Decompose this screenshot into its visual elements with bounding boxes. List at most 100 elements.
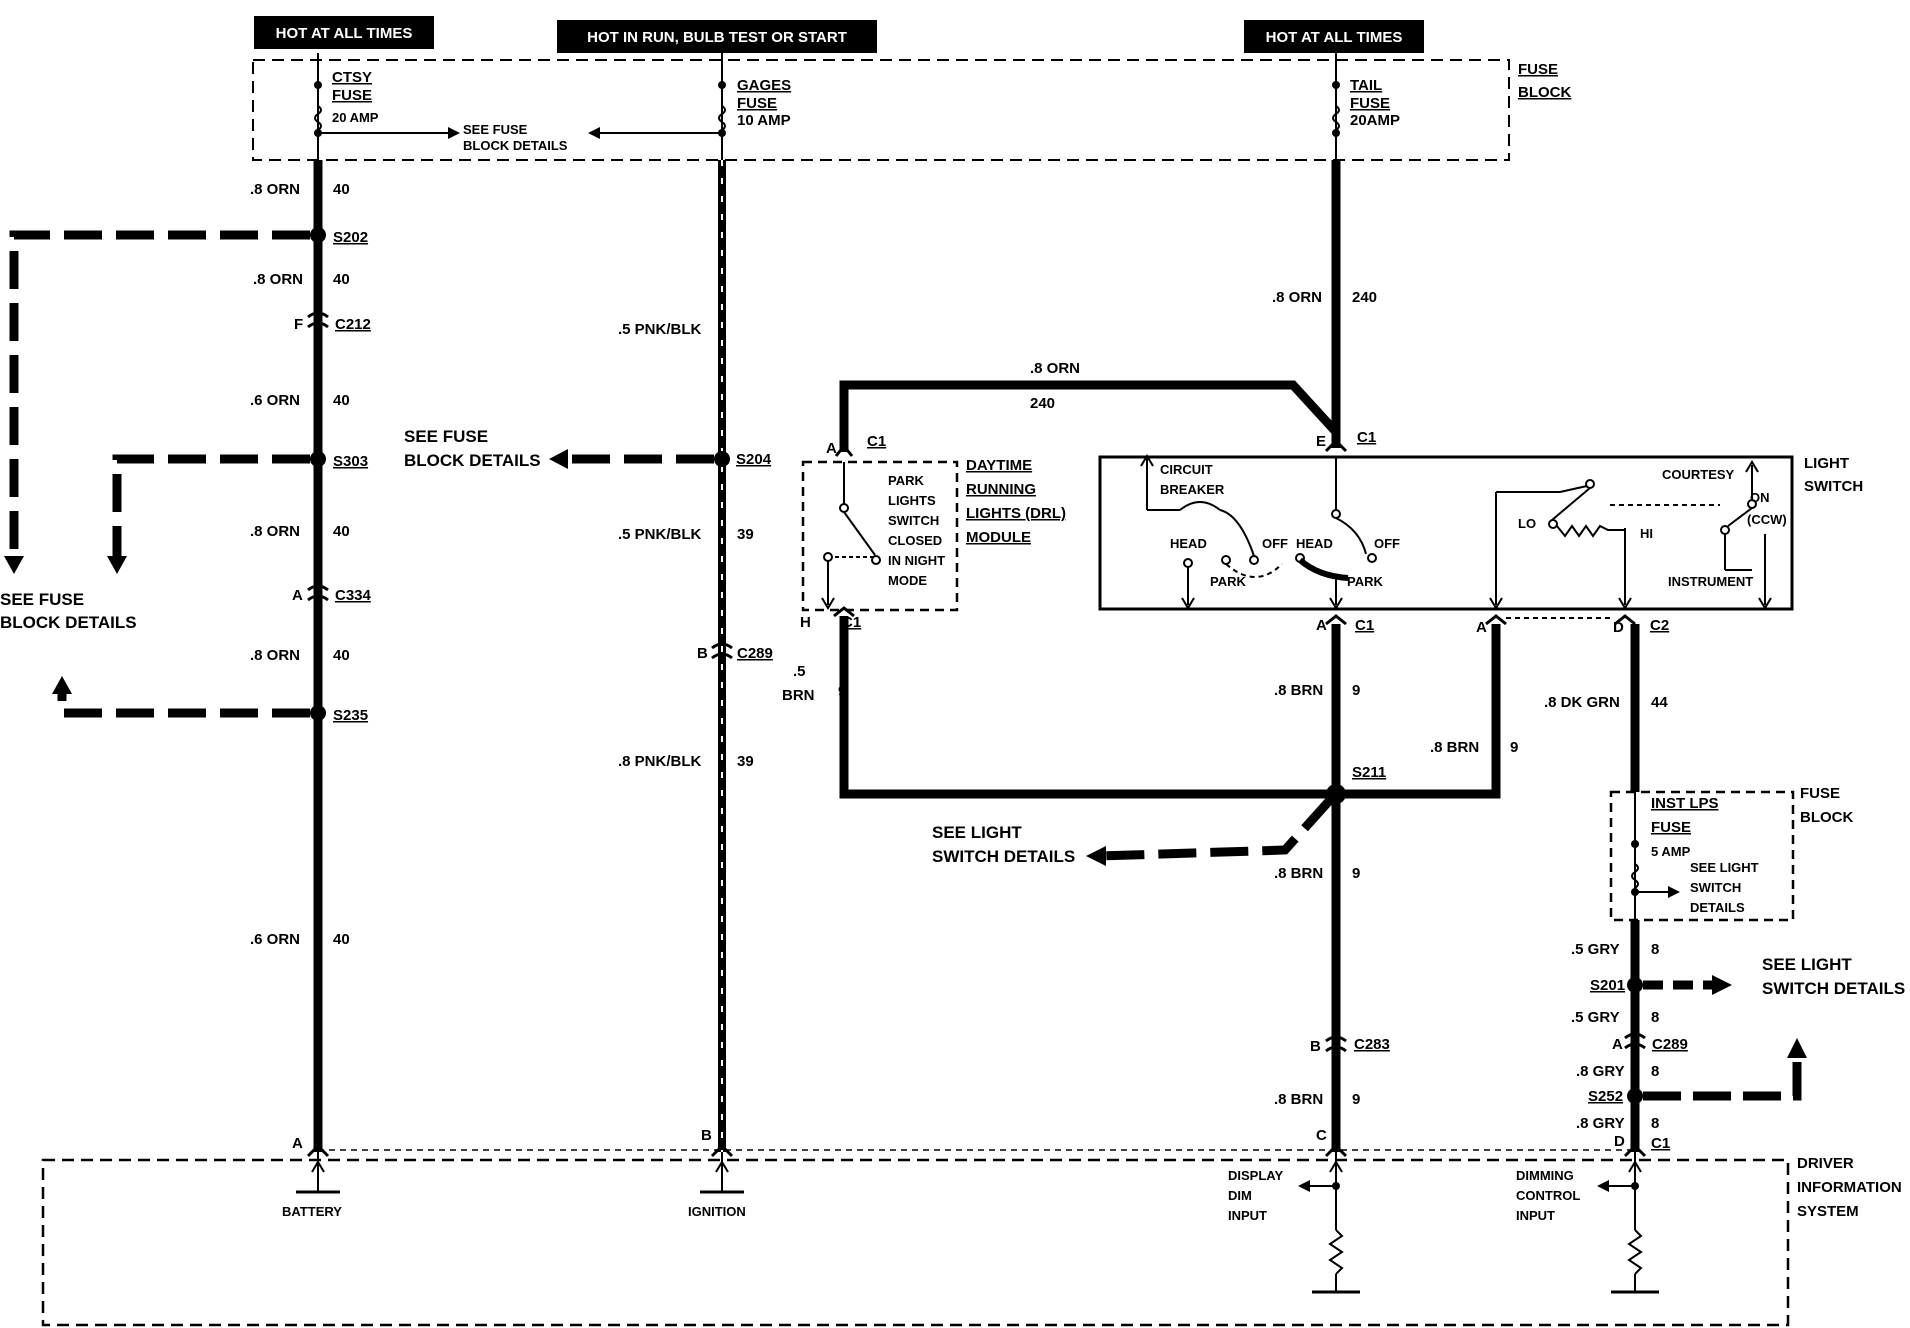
hi-label: HI [1640,526,1653,541]
arrow-down [107,556,127,574]
park-label: PARK [1210,574,1246,589]
wire-number: 240 [1352,289,1377,306]
battery-label: BATTERY [282,1204,342,1219]
battery-input [296,1152,340,1194]
wire-label: .5 GRY [1571,1009,1620,1026]
wire-label: .8 ORN [250,647,300,664]
arrow-up [1787,1038,1807,1058]
display-dim-input [1298,1152,1360,1294]
courtesy-label: COURTESY [1662,467,1735,482]
banner-hot-at-all-times-right: HOT AT ALL TIMES [1244,20,1424,53]
drl-note: IN NIGHT [888,553,945,568]
connector-label: C1 [1355,617,1374,634]
dimming-control-input [1597,1152,1659,1294]
svg-text:HOT AT ALL TIMES: HOT AT ALL TIMES [276,25,413,42]
wire-label: .8 ORN [250,181,300,198]
fuse-block-top-outline [252,59,1510,161]
inst-lps-fuse [1631,792,1680,920]
dis-pins [306,1143,1647,1158]
wire-label: .6 ORN [250,392,300,409]
wire-label: .5 PNK/BLK [618,526,702,543]
wire-number: 39 [737,753,754,770]
wire-label: .8 BRN [1274,1091,1323,1108]
fuse-block-top-label: FUSE [1518,61,1558,78]
light-switch-label: LIGHT [1804,455,1849,472]
pin-label: B [697,645,708,662]
wire-number: 9 [838,683,846,700]
off-label: OFF [1262,536,1288,551]
splice-label: S204 [736,451,772,468]
wire-label: .8 DK GRN [1544,694,1620,711]
drl-module-title-2: RUNNING [966,481,1036,498]
ctsy-fuse-label: CTSY [332,69,372,86]
head-label: HEAD [1296,536,1333,551]
splice-label: S303 [333,453,368,470]
ctsy-detail-arrow [448,127,460,139]
pin-label: B [1310,1038,1321,1055]
dimming-control-label-3: INPUT [1516,1208,1555,1223]
connector-label: C2 [1650,617,1669,634]
wire-number: 9 [1352,682,1360,699]
wire-label: .8 ORN [1272,289,1322,306]
drl-note: MODE [888,573,927,588]
drl-module-outline [801,460,959,612]
connector-ls-c2 [1614,614,1636,626]
wire-number: 44 [1651,694,1668,711]
see-light-switch-details: SEE LIGHT [1762,955,1852,974]
courtesy-switch [1720,460,1772,610]
ctsy-fuse: CTSY FUSE 20 AMP [314,53,379,160]
drl-note: SWITCH [888,513,939,528]
dashed-branch-s235 [57,690,310,718]
wire-label: .8 BRN [1274,865,1323,882]
wire-number: 9 [1510,739,1518,756]
ctsy-fuse-amp: 20 AMP [332,110,379,125]
dis-label-2: INFORMATION [1797,1179,1902,1196]
wire-number: 40 [333,271,350,288]
lo-label: LO [1518,516,1536,531]
splice-label: S202 [333,229,368,246]
light-switch-label-2: SWITCH [1804,478,1863,495]
wire-number: 40 [333,931,350,948]
dimmer-rheostat [1489,479,1720,610]
wire-label: .5 [793,663,806,680]
display-dim-label: DISPLAY [1228,1168,1283,1183]
wire-label: .8 BRN [1430,739,1479,756]
pin-label: D [1613,619,1624,636]
wire-label: .5 GRY [1571,941,1620,958]
connector-c212 [307,311,329,329]
connector-drl-c1-bottom [833,606,855,618]
inst-fuse-block-outline [1609,790,1795,922]
gages-fuse-label: GAGES [737,77,791,94]
drl-note: LIGHTS [888,493,936,508]
see-light-switch-details: SEE LIGHT [932,823,1022,842]
splice-label: S235 [333,707,368,724]
see-fuse-block-details-2: BLOCK DETAILS [404,451,541,470]
pin-label: C [1316,1127,1327,1144]
wire-label: .8 GRY [1576,1115,1625,1132]
drl-module-title-3: LIGHTS (DRL) [966,505,1066,522]
tail-fuse-label-2: FUSE [1350,95,1390,112]
dashed-branch-s303 [112,454,310,560]
inst-fuse-block-label-2: BLOCK [1800,809,1853,826]
inst-fuse-label-2: FUSE [1651,819,1691,836]
display-dim-label-3: INPUT [1228,1208,1267,1223]
connector-label: C1 [1357,429,1376,446]
pin-label: D [1614,1133,1625,1150]
splice-s204 [714,451,730,467]
dis-label: DRIVER [1797,1155,1854,1172]
arrow-up [52,676,72,694]
pin-label: A [292,587,303,604]
wire-240-orn [839,160,1341,452]
wire-number: 9 [1352,1091,1360,1108]
splice-s202 [310,227,326,243]
connector-label: C289 [737,645,773,662]
pin-label: B [701,1127,712,1144]
circuit-breaker [1140,454,1221,511]
see-light-switch-details-2: SWITCH DETAILS [932,847,1075,866]
display-dim-label-2: DIM [1228,1188,1252,1203]
wire-label: .6 ORN [250,931,300,948]
see-light-switch-details-2: SWITCH DETAILS [1762,979,1905,998]
arrow-right [1712,975,1732,995]
fuse-block-top-label-2: BLOCK [1518,84,1571,101]
